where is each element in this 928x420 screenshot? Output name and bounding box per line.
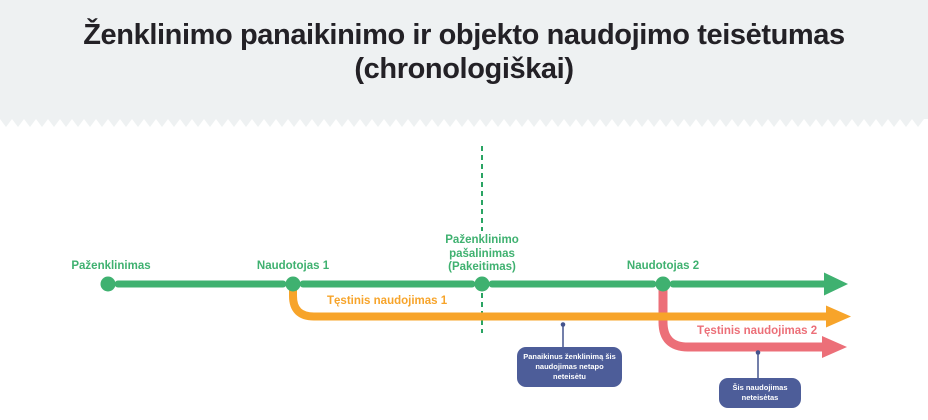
callout-netapo-neteisetu: Panaikinus ženklinimą šis naudojimas net…	[517, 347, 622, 387]
main-timeline-arrowhead-icon	[824, 272, 848, 296]
zigzag-edge	[0, 119, 924, 127]
callout2-connector-dot	[755, 350, 761, 355]
callout1-connector-dot	[560, 322, 566, 327]
header: Ženklinimo panaikinimo ir objekto naudoj…	[0, 0, 928, 119]
event-label-pakeitimas-line3: (Pakeitimas)	[448, 261, 516, 273]
event-label-pakeitimas: Paženklinimo pašalinimas (Pakeitimas)	[407, 234, 557, 275]
branch2-label: Tęstinis naudojimas 2	[697, 325, 818, 337]
branch1-label: Tęstinis naudojimas 1	[327, 295, 448, 307]
event-label-pakeitimas-line1: Paženklinimo	[445, 234, 519, 246]
zigzag-shape	[0, 119, 924, 127]
branch1-arrowhead-icon	[826, 305, 851, 328]
branch2-arrowhead-icon	[822, 336, 847, 358]
event-label-naudotojas1: Naudotojas 1	[256, 260, 330, 272]
event-dot-pakeitimas	[474, 276, 490, 292]
page-title: Ženklinimo panaikinimo ir objekto naudoj…	[83, 19, 845, 85]
event-label-pazenklinimas: Paženklinimas	[71, 260, 151, 272]
event-label-naudotojas2: Naudotojas 2	[626, 260, 700, 272]
event-dot-naudotojas1	[285, 276, 301, 292]
event-dot-pazenklinimas	[100, 276, 116, 292]
callout-neteisetas: Šis naudojimas neteisėtas	[719, 378, 801, 408]
event-label-pakeitimas-line2: pašalinimas	[449, 247, 515, 260]
event-dot-naudotojas2	[655, 276, 671, 292]
